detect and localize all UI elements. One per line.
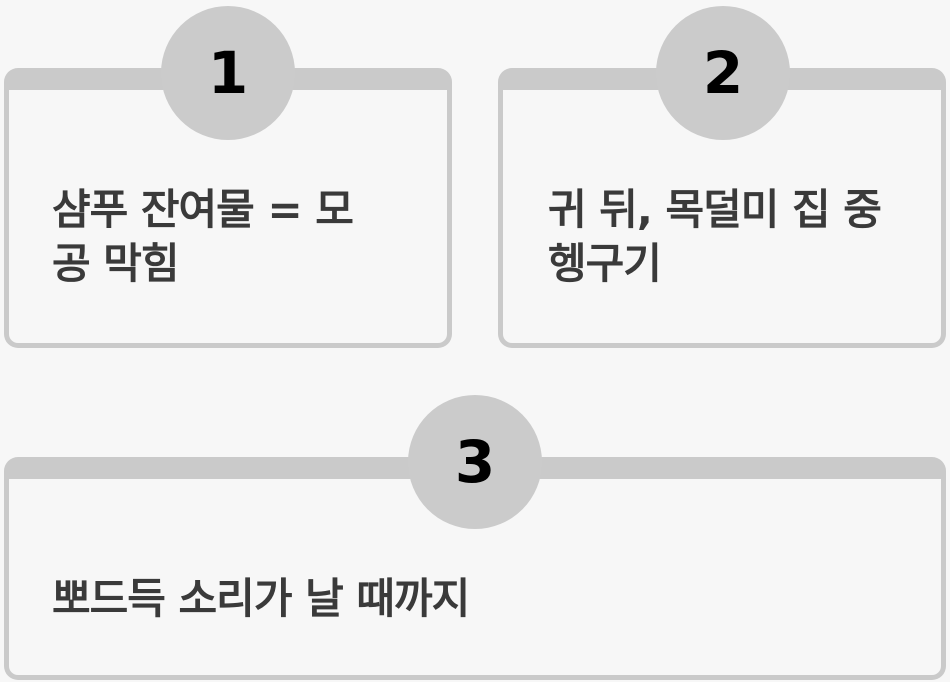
step-1-text: 샴푸 잔여물 = 모 공 막힘 (52, 185, 354, 288)
step-2-text: 귀 뒤, 목덜미 집 중 헹구기 (548, 185, 882, 288)
step-1-number-badge: 1 (161, 6, 295, 140)
step-3-number-badge: 3 (408, 395, 542, 529)
step-3-text: 뽀드득 소리가 날 때까지 (52, 574, 470, 623)
step-3-number: 3 (454, 428, 496, 496)
step-2-number-badge: 2 (656, 6, 790, 140)
step-1-number: 1 (207, 39, 249, 107)
step-2-number: 2 (702, 39, 744, 107)
